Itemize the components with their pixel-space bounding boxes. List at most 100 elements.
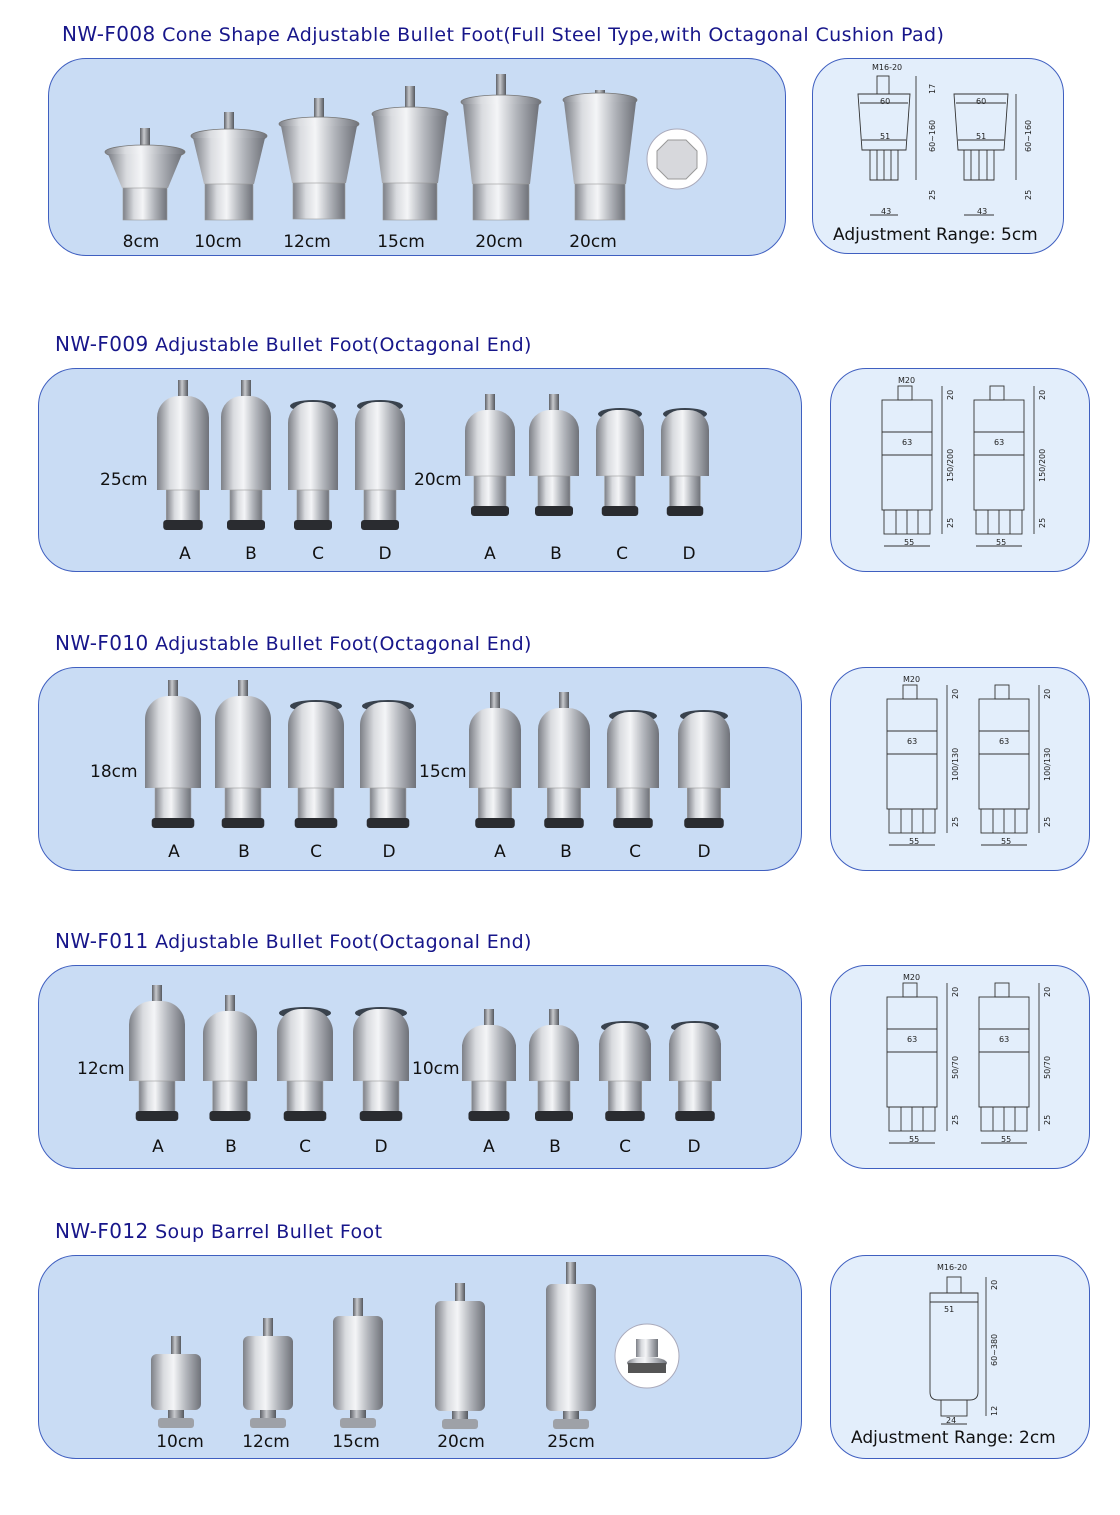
dimension-foot_h: 25 (951, 816, 960, 827)
dimension-base: 55 (904, 538, 915, 547)
bullet-foot-f010-c (288, 700, 344, 828)
bullet-foot-f010-c (607, 710, 659, 828)
cone-foot-15cm (371, 86, 449, 221)
variant-label: D (687, 1137, 701, 1157)
dimension-top_dim: 20 (1038, 389, 1047, 400)
bullet-foot-f010-b (215, 680, 271, 828)
bolt-detail-icon (614, 1323, 680, 1389)
variant-label: B (549, 1137, 561, 1157)
base-dim: 43 (977, 207, 988, 216)
product-name: Soup Barrel Bullet Foot (155, 1221, 383, 1243)
size-label: 15cm (332, 1432, 380, 1452)
variant-label: C (616, 544, 628, 564)
cone-foot-10cm (190, 112, 268, 221)
variant-label: B (550, 544, 562, 564)
variant-label: D (382, 842, 396, 862)
bullet-foot-f011-a (462, 1009, 516, 1121)
dimension-foot_h: 25 (1043, 1114, 1052, 1125)
technical-drawing (857, 75, 1017, 216)
variant-label: B (225, 1137, 237, 1157)
thread-dim: M16-20 (872, 63, 903, 72)
section-title-f008: NW-F008 Cone Shape Adjustable Bullet Foo… (62, 22, 944, 46)
bullet-foot-f011-c (599, 1021, 651, 1121)
variant-label: B (245, 544, 257, 564)
technical-drawing (929, 1276, 987, 1425)
group-size-label: 15cm (419, 762, 467, 782)
dimension-diagram-f012 (830, 1255, 1090, 1459)
dimension-width1: 63 (907, 737, 918, 746)
dimension-foot_h: 25 (1038, 517, 1047, 528)
barrel-foot-20cm (435, 1283, 485, 1429)
size-label: 15cm (377, 232, 425, 252)
adjustment-range-caption: Adjustment Range: 2cm (851, 1428, 1056, 1448)
base-dim: 24 (946, 1416, 957, 1425)
cone-foot-20cm (460, 74, 542, 221)
variant-label: A (484, 544, 496, 564)
dimension-width1: 63 (902, 438, 913, 447)
dimension-top_dim: 20 (951, 986, 960, 997)
variant-label: C (629, 842, 641, 862)
variant-label: A (152, 1137, 164, 1157)
dimension-diagram-f010 (830, 667, 1090, 871)
technical-drawing (886, 982, 1040, 1144)
dimension-foot_h: 25 (946, 517, 955, 528)
cone-foot-20cm-alt (562, 90, 638, 221)
top-height-dim: 20 (990, 1279, 999, 1290)
size-label: 12cm (283, 232, 331, 252)
size-label: 12cm (242, 1432, 290, 1452)
variant-label: D (374, 1137, 388, 1157)
group-size-label: 25cm (100, 470, 148, 490)
bullet-foot-f009-a (465, 394, 515, 516)
section-title-f011: NW-F011 Adjustable Bullet Foot(Octagonal… (55, 929, 532, 953)
octagonal-pad-detail-icon (646, 128, 708, 190)
mid-width-dim: 51 (976, 132, 987, 141)
section-title-f010: NW-F010 Adjustable Bullet Foot(Octagonal… (55, 631, 532, 655)
dimension-thread: M20 (898, 376, 916, 385)
dimension-base: 55 (996, 538, 1007, 547)
dimension-top_dim: 20 (946, 389, 955, 400)
variant-label: A (179, 544, 191, 564)
bullet-foot-f011-c (277, 1007, 333, 1121)
cone-foot-12cm (278, 98, 360, 220)
mid-width-dim: 51 (880, 132, 891, 141)
bullet-foot-f011-a (129, 985, 185, 1121)
cone-foot-8cm (104, 128, 186, 221)
size-label: 10cm (156, 1432, 204, 1452)
dimension-width1: 63 (999, 1035, 1010, 1044)
bullet-foot-f010-a (469, 692, 521, 828)
top-height-dim: 17 (928, 83, 937, 94)
bullet-foot-f011-d (669, 1021, 721, 1121)
section-title-f009: NW-F009 Adjustable Bullet Foot(Octagonal… (55, 332, 532, 356)
width-dim: 51 (944, 1305, 955, 1314)
dimension-width1: 63 (994, 438, 1005, 447)
variant-label: A (168, 842, 180, 862)
size-label: 20cm (475, 232, 523, 252)
foot-height-dim: 25 (1024, 189, 1033, 200)
dimension-width1: 63 (999, 737, 1010, 746)
product-code: NW-F011 (55, 929, 149, 953)
bullet-foot-f009-b (529, 394, 579, 516)
variant-label: C (310, 842, 322, 862)
dimension-foot_h: 25 (951, 1114, 960, 1125)
variant-label: C (299, 1137, 311, 1157)
adjustment-range-caption: Adjustment Range: 5cm (833, 225, 1038, 245)
bullet-foot-f009-b (221, 380, 271, 530)
product-code: NW-F012 (55, 1219, 149, 1243)
barrel-foot-25cm (546, 1262, 596, 1429)
product-code: NW-F010 (55, 631, 149, 655)
variant-label: A (494, 842, 506, 862)
bullet-foot-f011-b (203, 995, 257, 1121)
group-size-label: 10cm (412, 1059, 460, 1079)
foot-height-dim: 12 (990, 1405, 999, 1416)
dimension-top_dim: 20 (1043, 986, 1052, 997)
group-size-label: 18cm (90, 762, 138, 782)
dimension-diagram-f008 (812, 58, 1064, 254)
product-name: Adjustable Bullet Foot(Octagonal End) (155, 633, 532, 655)
bullet-foot-f010-a (145, 680, 201, 828)
dimension-height: 150/200 (1038, 448, 1047, 482)
top-width-dim: 60 (880, 97, 891, 106)
variant-label: C (619, 1137, 631, 1157)
variant-label: B (238, 842, 250, 862)
dimension-diagram-f011 (830, 965, 1090, 1169)
bullet-foot-f011-b (529, 1009, 579, 1121)
